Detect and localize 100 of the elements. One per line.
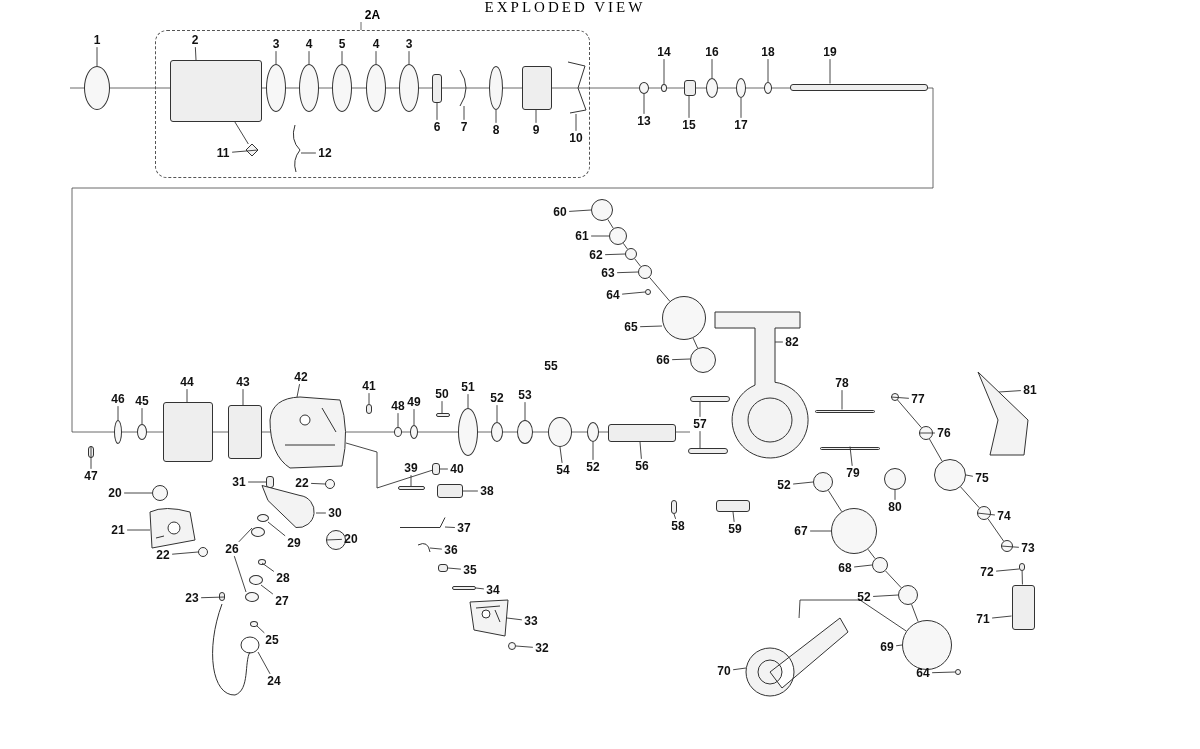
leader-line (126, 529, 151, 531)
callout-number: 57 (693, 418, 707, 430)
callout-number: 39 (404, 462, 418, 474)
callout-number: 59 (728, 523, 742, 535)
leader-line (315, 512, 327, 514)
leader-line (976, 512, 996, 516)
callout-number: 45 (135, 395, 149, 407)
cage-part (163, 402, 213, 462)
callout-number: 81 (1023, 384, 1037, 396)
leader-line (890, 396, 910, 399)
ball-part (326, 530, 346, 550)
ring-part (489, 66, 503, 110)
leader-line (535, 109, 537, 124)
callout-number: 80 (888, 501, 902, 513)
leader-line (524, 401, 526, 421)
washer-part (625, 248, 637, 260)
callout-number: 42 (294, 371, 308, 383)
leader-line (117, 405, 119, 421)
bearing-part (706, 78, 718, 98)
leader-line (559, 446, 563, 464)
leader-line (463, 105, 465, 121)
leader-line (123, 492, 153, 494)
leader-line (740, 97, 742, 119)
callout-number: 58 (671, 520, 685, 532)
leader-line (341, 50, 343, 65)
bearing-part (491, 422, 503, 442)
disc-part (266, 64, 286, 112)
screw-part (955, 669, 961, 675)
callout-number: 2 (191, 34, 199, 46)
callout-number: 73 (1021, 542, 1035, 554)
leader-line (699, 430, 701, 449)
disc-part (299, 64, 319, 112)
clip-part (432, 73, 442, 103)
leader-line (918, 432, 936, 434)
callout-number: 3 (272, 38, 280, 50)
leader-line (90, 445, 92, 470)
callout-number: 38 (480, 485, 494, 497)
assembly-line (1021, 570, 1023, 585)
callout-number: 26 (225, 543, 239, 555)
callout-number: 65 (624, 321, 638, 333)
leader-line (515, 645, 534, 648)
callout-number: 20 (344, 533, 358, 545)
callout-number: 10 (569, 132, 583, 144)
gear-part (934, 459, 966, 491)
side-plate-part (662, 296, 706, 340)
callout-number: 14 (657, 46, 671, 58)
leader-line (300, 152, 317, 154)
disc-part (399, 64, 419, 112)
screw-part (1019, 563, 1025, 571)
assembly-line (798, 599, 907, 632)
bushing-part (684, 80, 696, 96)
callout-number: 23 (185, 592, 199, 604)
callout-number: 30 (328, 507, 342, 519)
callout-number: 9 (532, 124, 540, 136)
leader-line (408, 50, 410, 65)
leader-line (325, 538, 343, 541)
slider-part (437, 484, 463, 498)
assembly-line (634, 258, 642, 267)
pin-part (219, 591, 225, 601)
callout-number: 52 (857, 591, 871, 603)
leader-line (829, 58, 831, 84)
washer-part (257, 514, 269, 522)
callout-number: 20 (108, 487, 122, 499)
leader-line (495, 109, 497, 124)
leader-line (257, 651, 271, 675)
leader-line (895, 644, 903, 647)
leader-line (792, 481, 814, 485)
leader-line (194, 46, 197, 61)
callout-number: 32 (535, 642, 549, 654)
callout-number: 77 (911, 393, 925, 405)
leader-line (568, 209, 592, 212)
callout-number: 29 (287, 537, 301, 549)
cap-part (591, 199, 613, 221)
bearing-part (898, 585, 918, 605)
leader-line (247, 481, 267, 483)
drive-gear-part (831, 508, 877, 554)
plate-part (458, 408, 478, 456)
callout-number: 25 (265, 634, 279, 646)
drag-knob-part (522, 66, 552, 110)
leader-line (699, 401, 701, 418)
spring-part (397, 486, 425, 490)
leader-line (200, 596, 226, 599)
leader-line (931, 671, 956, 674)
bearing-part (977, 506, 991, 520)
cover-plate-part (470, 600, 508, 636)
callout-number: 37 (457, 522, 471, 534)
bushing-part (325, 479, 335, 489)
leader-line (308, 50, 310, 65)
spring-part (452, 586, 476, 590)
clip-part (671, 500, 677, 514)
callout-number: 3 (405, 38, 413, 50)
clip-part (638, 265, 652, 279)
leader-line (447, 567, 462, 570)
leader-line (368, 392, 370, 405)
spool-part (170, 60, 262, 122)
bushing-part (394, 427, 402, 437)
callout-number: 64 (916, 667, 930, 679)
leader-line (238, 527, 253, 543)
leader-line (171, 551, 199, 555)
washer-part (410, 425, 418, 439)
